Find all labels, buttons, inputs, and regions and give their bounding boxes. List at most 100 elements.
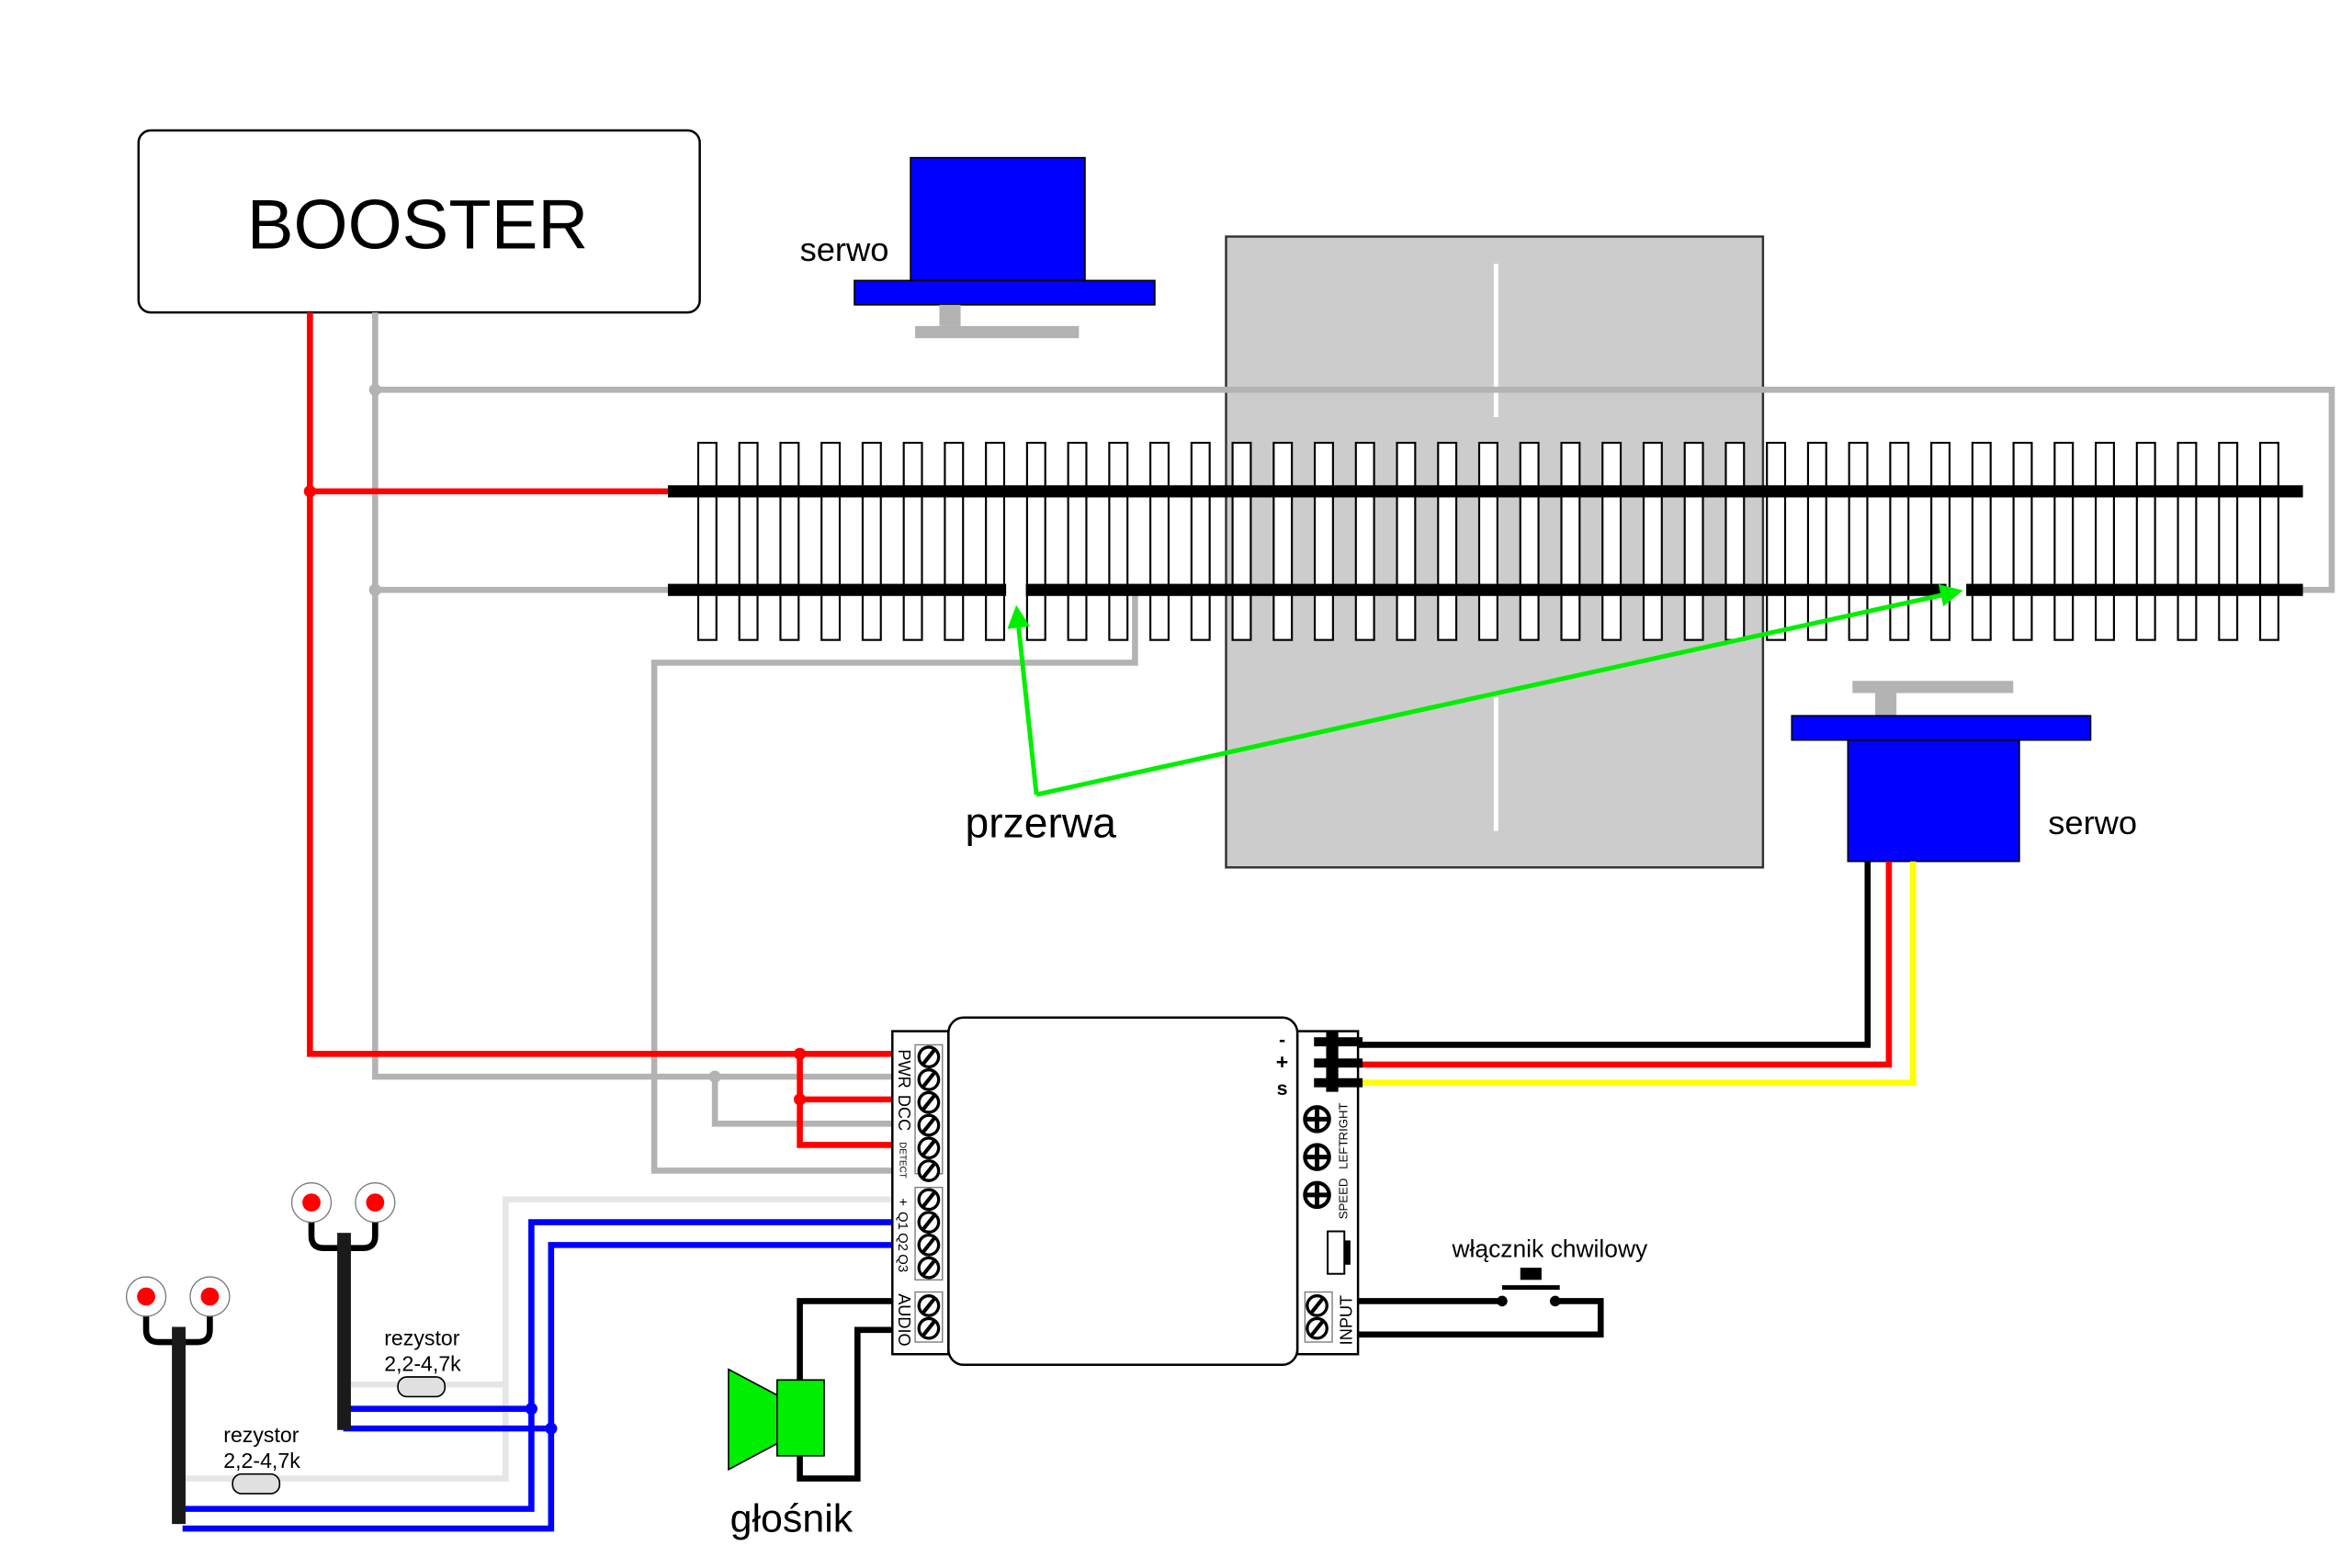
label-left: LEFT (1337, 1140, 1351, 1169)
sleeper (1766, 441, 1787, 641)
sleeper (1354, 441, 1375, 641)
input-wires (1358, 1285, 1604, 1338)
terminal-screw (917, 1294, 941, 1317)
sleeper (2258, 441, 2279, 641)
sleeper (861, 441, 882, 641)
sleeper (944, 441, 965, 641)
resistor-2-value: 2,2-4,7k (223, 1449, 300, 1472)
pot-left[interactable] (1303, 1143, 1331, 1171)
terminal-screw (917, 1316, 941, 1340)
sleeper (985, 441, 1006, 641)
signal-1 (290, 1182, 396, 1430)
terminal-screw (917, 1068, 941, 1091)
servo-top: serwo (800, 156, 1156, 339)
sleeper (2135, 441, 2156, 641)
pin-signal-label: s (1277, 1077, 1288, 1100)
terminal-screw (917, 1090, 941, 1114)
label-dcc: DCC (895, 1095, 913, 1131)
booster-box: BOOSTER (137, 129, 701, 314)
momentary-switch-icon (1497, 1268, 1561, 1307)
terminal-screw (1306, 1294, 1329, 1317)
sleeper (820, 441, 842, 641)
sleeper (1313, 441, 1334, 641)
terminal-screw (917, 1159, 941, 1182)
sleeper (902, 441, 923, 641)
sleeper (1601, 441, 1623, 641)
pin-plus-label: + (1276, 1050, 1289, 1074)
sleeper (1190, 441, 1211, 641)
sleeper (2095, 441, 2115, 641)
sleeper (1025, 441, 1046, 641)
booster-label: BOOSTER (247, 186, 588, 265)
sleeper (1067, 441, 1088, 641)
pot-right[interactable] (1303, 1105, 1331, 1134)
resistor-1-label: rezystor (384, 1325, 459, 1349)
sleeper (1231, 441, 1252, 641)
sleeper (696, 441, 718, 641)
label-detect: DETECT (898, 1142, 908, 1179)
servo-top-label: serwo (800, 231, 889, 268)
sleeper (779, 441, 800, 641)
label-input: INPUT (1338, 1295, 1356, 1345)
sleeper (1437, 441, 1458, 641)
sleeper (1683, 441, 1704, 641)
terminal-screw (917, 1211, 941, 1234)
sleeper (1519, 441, 1540, 641)
power-wires (307, 312, 893, 1148)
label-pwr: PWR (895, 1049, 913, 1088)
speaker-icon (728, 1368, 825, 1472)
resistor-2-label: rezystor (223, 1423, 299, 1447)
terminal-screw (917, 1113, 941, 1137)
servo-right: serwo (1791, 681, 2137, 863)
label-right: RIGHT (1337, 1102, 1351, 1140)
track-sleepers (696, 441, 2279, 641)
speaker-label: głośnik (730, 1496, 854, 1540)
label-q2: Q2 (895, 1233, 910, 1251)
sleeper (2177, 441, 2198, 641)
terminal-screw (917, 1256, 941, 1280)
servo-cable (1319, 861, 1917, 1087)
pot-speed[interactable] (1303, 1180, 1331, 1210)
sleeper (1971, 441, 1992, 641)
sleeper (1272, 441, 1294, 641)
track-rails (667, 485, 2303, 596)
label-q1: Q1 (895, 1212, 910, 1230)
servo-module: - + s PWR DCC DETECT + Q1 Q2 Q3 AUDIO RI… (891, 1016, 1363, 1367)
switch-label: włącznik chwilowy (1451, 1235, 1648, 1263)
terminal-screws (917, 1045, 1329, 1340)
terminal-screw (917, 1136, 941, 1160)
speaker-wires (797, 1298, 893, 1482)
sleeper (1930, 441, 1951, 641)
resistor-2: rezystor 2,2-4,7k (223, 1423, 300, 1495)
sleeper (1889, 441, 1910, 641)
gap-label: przerwa (966, 798, 1117, 846)
sleeper (2012, 441, 2033, 641)
module-button[interactable] (1327, 1230, 1346, 1275)
sleeper (1396, 441, 1417, 641)
resistor-1-value: 2,2-4,7k (384, 1351, 461, 1375)
servo-right-label: serwo (2048, 804, 2137, 841)
terminal-screw (1306, 1316, 1329, 1340)
sleeper (1724, 441, 1746, 641)
sleeper (1477, 441, 1498, 641)
label-speed: SPEED (1337, 1179, 1351, 1220)
pin-minus-label: - (1279, 1029, 1285, 1051)
label-q3: Q3 (895, 1254, 910, 1272)
sleeper (2053, 441, 2075, 641)
sleeper (2218, 441, 2239, 641)
gap-arrows (1007, 584, 1963, 797)
signal-2 (125, 1276, 231, 1525)
sleeper (738, 441, 759, 641)
resistor-1: rezystor 2,2-4,7k (384, 1325, 461, 1398)
terminal-screw (917, 1188, 941, 1212)
terminal-screw (917, 1045, 941, 1069)
sleeper (1108, 441, 1129, 641)
label-plus: + (895, 1198, 910, 1206)
signal-wires (182, 1196, 893, 1532)
sleeper (1642, 441, 1663, 641)
terminal-screw (917, 1233, 941, 1257)
sleeper (1149, 441, 1170, 641)
sleeper (1806, 441, 1827, 641)
label-audio: AUDIO (895, 1293, 913, 1346)
